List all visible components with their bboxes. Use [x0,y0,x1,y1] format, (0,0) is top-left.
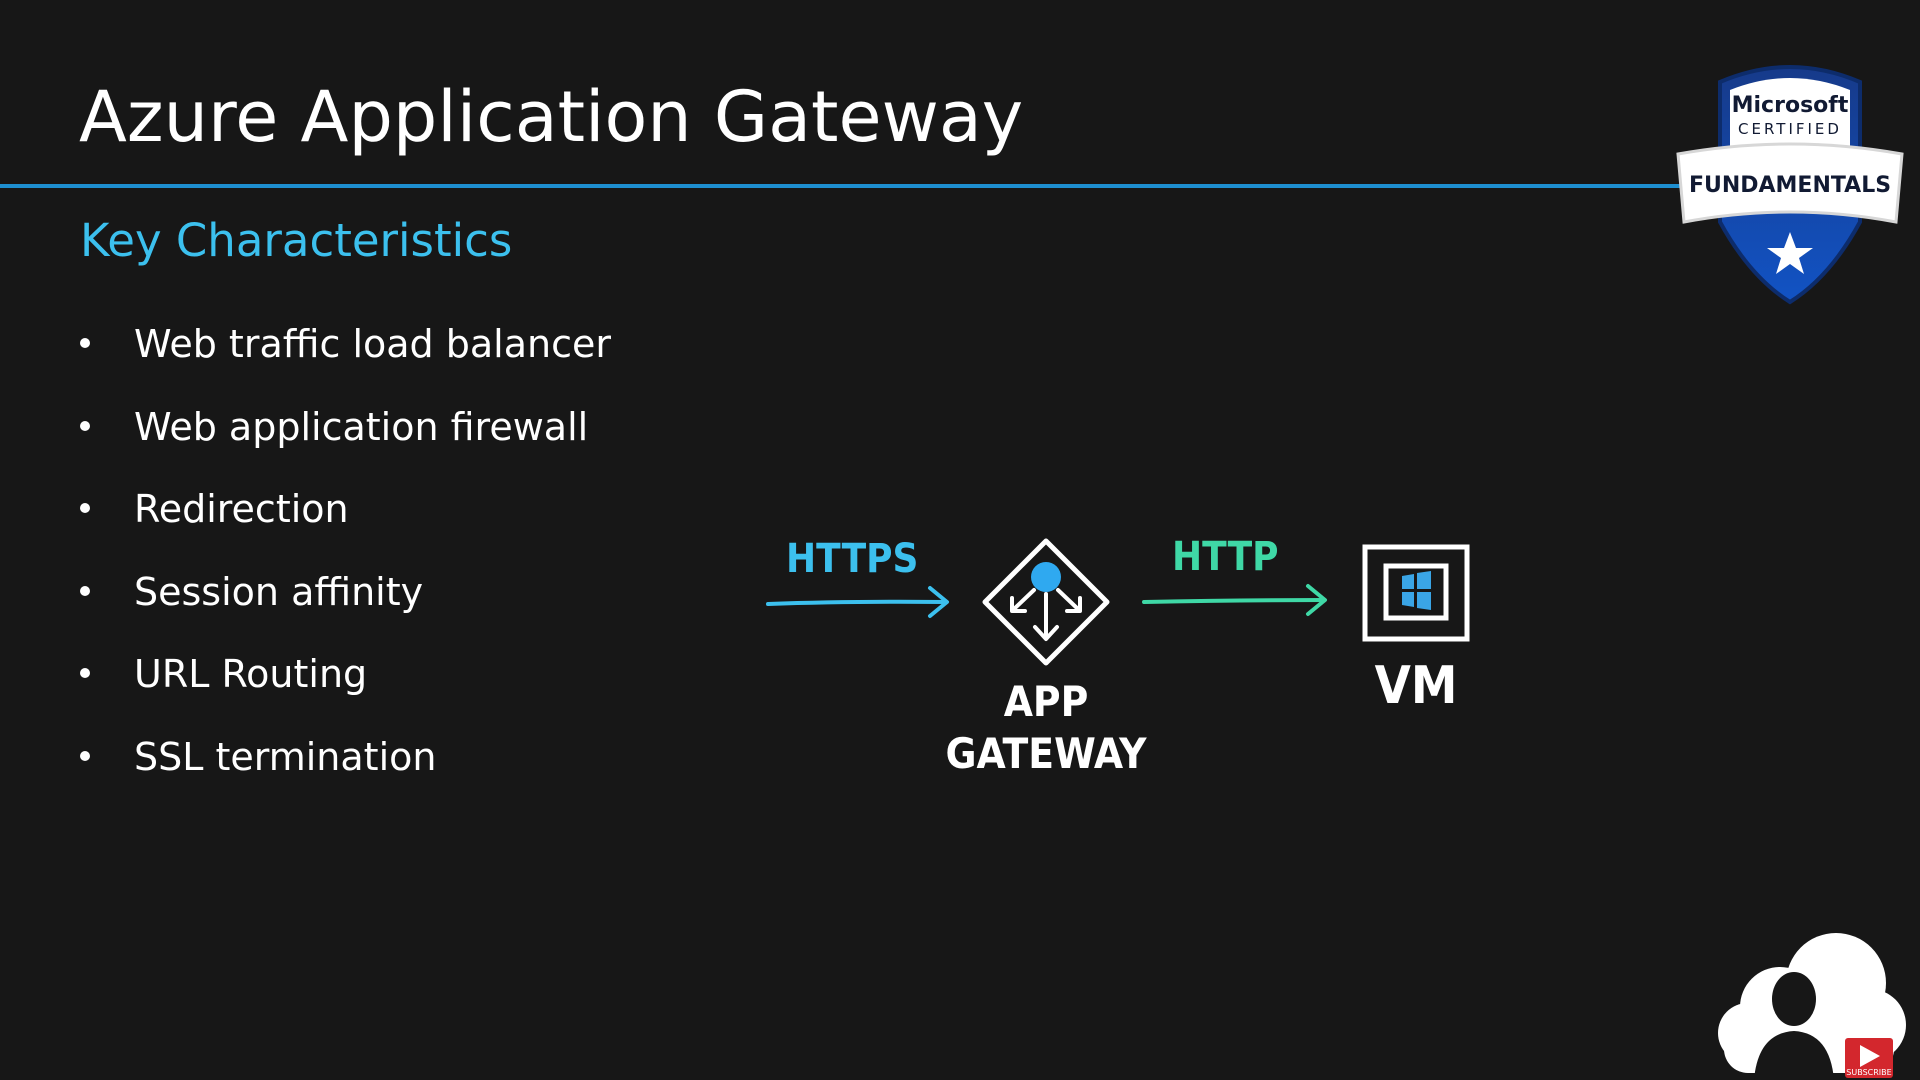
globe-icon [1031,562,1061,592]
badge-ribbon-icon [1676,142,1904,224]
title-divider [0,184,1700,188]
play-icon [1860,1045,1880,1067]
badge-certified: CERTIFIED [1738,120,1842,138]
list-item-text: Redirection [134,487,349,531]
bullet-dot-icon [80,338,90,348]
bullet-dot-icon [80,585,90,596]
certification-badge: Microsoft CERTIFIED FUNDAMENTALS [1676,65,1904,305]
list-item-text: URL Routing [134,652,368,696]
bullet-dot-icon [80,420,90,431]
badge-star-icon [1767,232,1813,274]
person-silhouette-icon [1754,972,1834,1080]
slide-subtitle: Key Characteristics [80,214,513,267]
https-label: HTTPS [786,536,918,582]
gateway-diagram: HTTPS APP GATEWAY HTTP [766,534,1470,778]
badge-brand: Microsoft [1732,93,1849,118]
http-arrow-icon [1142,584,1327,616]
bullet-dot-icon [80,668,90,678]
bullet-dot-icon [80,503,90,513]
subscribe-label: SUBSCRIBE [1846,1068,1891,1077]
list-item-text: Session affinity [134,569,424,614]
gateway-label-line2: GATEWAY [946,729,1148,778]
vm-label: VM [1375,656,1458,716]
list-item-text: SSL termination [134,734,437,779]
list-item-text: Web traffic load balancer [134,322,611,366]
list-item-text: Web application firewall [134,404,589,449]
http-label: HTTP [1172,534,1279,580]
badge-level: FUNDAMENTALS [1689,173,1891,198]
slide-title: Azure Application Gateway [79,76,1024,158]
channel-mascot: SUBSCRIBE [1718,933,1906,1080]
gateway-label-line1: APP [1004,677,1089,726]
windows-logo-icon [1402,571,1431,610]
vm-icon [1362,544,1470,642]
app-gateway-icon [982,538,1110,666]
https-arrow-icon [766,586,949,618]
bullet-dot-icon [80,750,90,761]
